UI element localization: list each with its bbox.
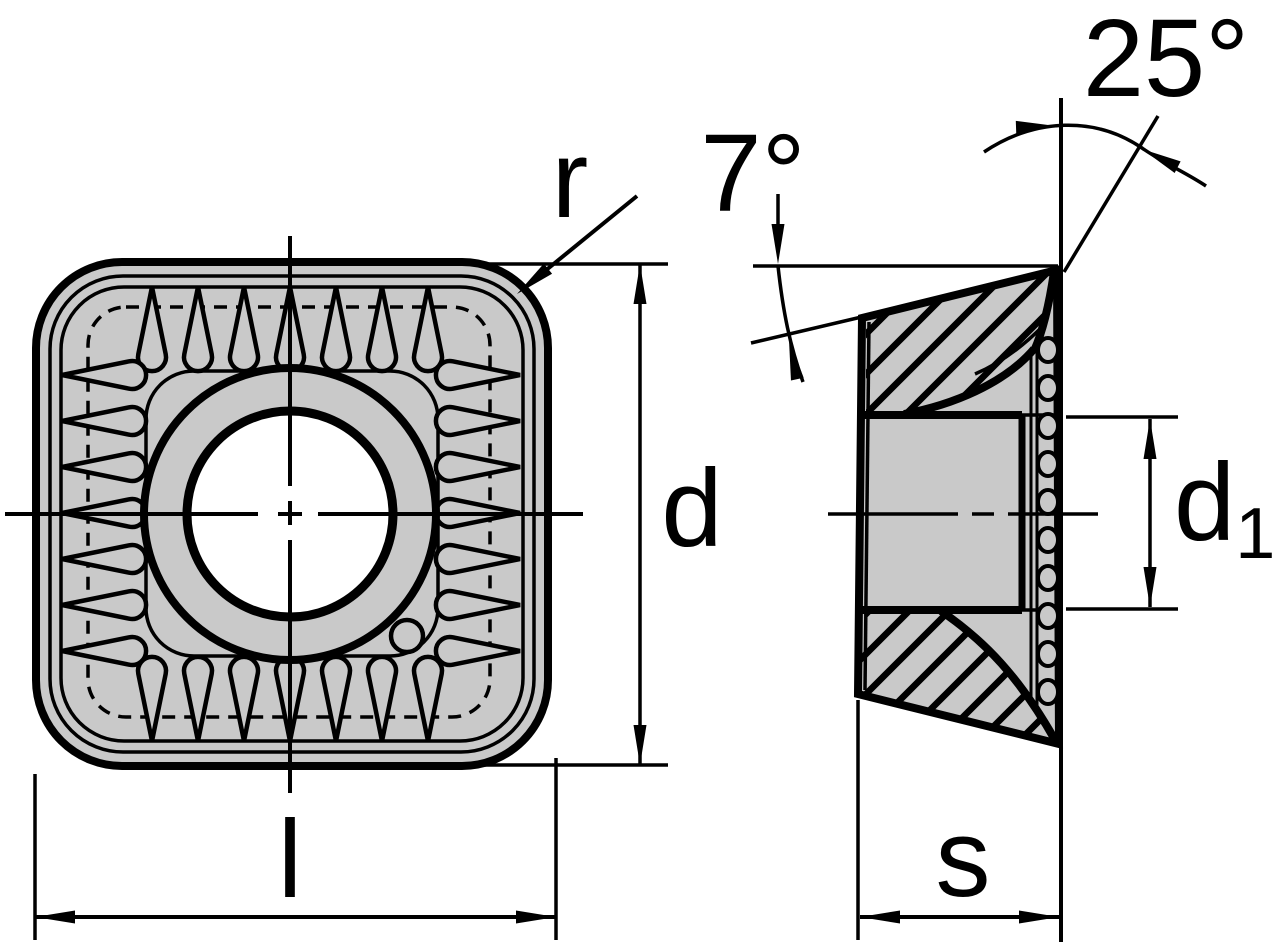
leader-r: r <box>512 118 639 300</box>
d-arrow-down <box>633 725 647 765</box>
label-hole-diameter: d1 <box>1174 441 1275 574</box>
angle25-slant-line <box>1062 115 1160 273</box>
label-chamfer-angle: 25° <box>1083 0 1249 120</box>
label-hole-diameter-base: d <box>1174 441 1235 564</box>
top-hatch-section <box>866 274 1052 413</box>
angle25-arc <box>983 123 1207 188</box>
l-arrow-left <box>35 910 75 924</box>
angle25-arrow-right <box>1139 143 1181 173</box>
l-arrow-right <box>516 910 556 924</box>
label-rake-angle: 7° <box>700 112 805 235</box>
label-edge-length: l <box>278 798 302 921</box>
angle-7deg: 7° <box>700 112 1058 383</box>
d1-extension-lines <box>1066 415 1178 611</box>
d1-arrow-down <box>1143 567 1157 607</box>
bottom-hatch-section <box>858 612 1055 740</box>
d-arrow-up <box>633 264 647 304</box>
dimension-s: s <box>856 700 1059 940</box>
left-inner-line <box>863 321 871 691</box>
angle25-arrow-left <box>1015 119 1057 134</box>
top-groove-curve <box>903 346 1038 418</box>
d-extension-lines <box>455 262 668 767</box>
s-arrow-left <box>860 910 900 924</box>
top-groove-curve-thin <box>974 325 1044 376</box>
dimension-d: d <box>455 262 723 767</box>
l-extension-lines <box>33 758 558 940</box>
corner-edge-curve <box>1030 271 1058 353</box>
label-inscribed-diameter: d <box>661 447 722 570</box>
label-thickness: s <box>936 797 991 920</box>
dimension-l: l <box>33 758 558 940</box>
edge-serration-bumps <box>1036 336 1060 706</box>
top-view <box>5 236 583 793</box>
top-view-centerlines <box>5 236 583 793</box>
angle7-slant-reference <box>750 313 871 345</box>
orientation-dot <box>388 617 426 655</box>
bottom-groove-curve <box>938 607 1059 742</box>
r-leader-line <box>543 194 639 273</box>
s-arrow-right <box>1019 910 1059 924</box>
side-view <box>828 98 1098 942</box>
label-corner-radius: r <box>552 118 589 241</box>
side-view-details <box>862 271 1059 742</box>
label-hole-diameter-subscript: 1 <box>1235 494 1275 574</box>
dimension-d1: d1 <box>1066 415 1275 611</box>
angle-25deg: 25° <box>983 0 1249 273</box>
d1-arrow-up <box>1143 419 1157 459</box>
